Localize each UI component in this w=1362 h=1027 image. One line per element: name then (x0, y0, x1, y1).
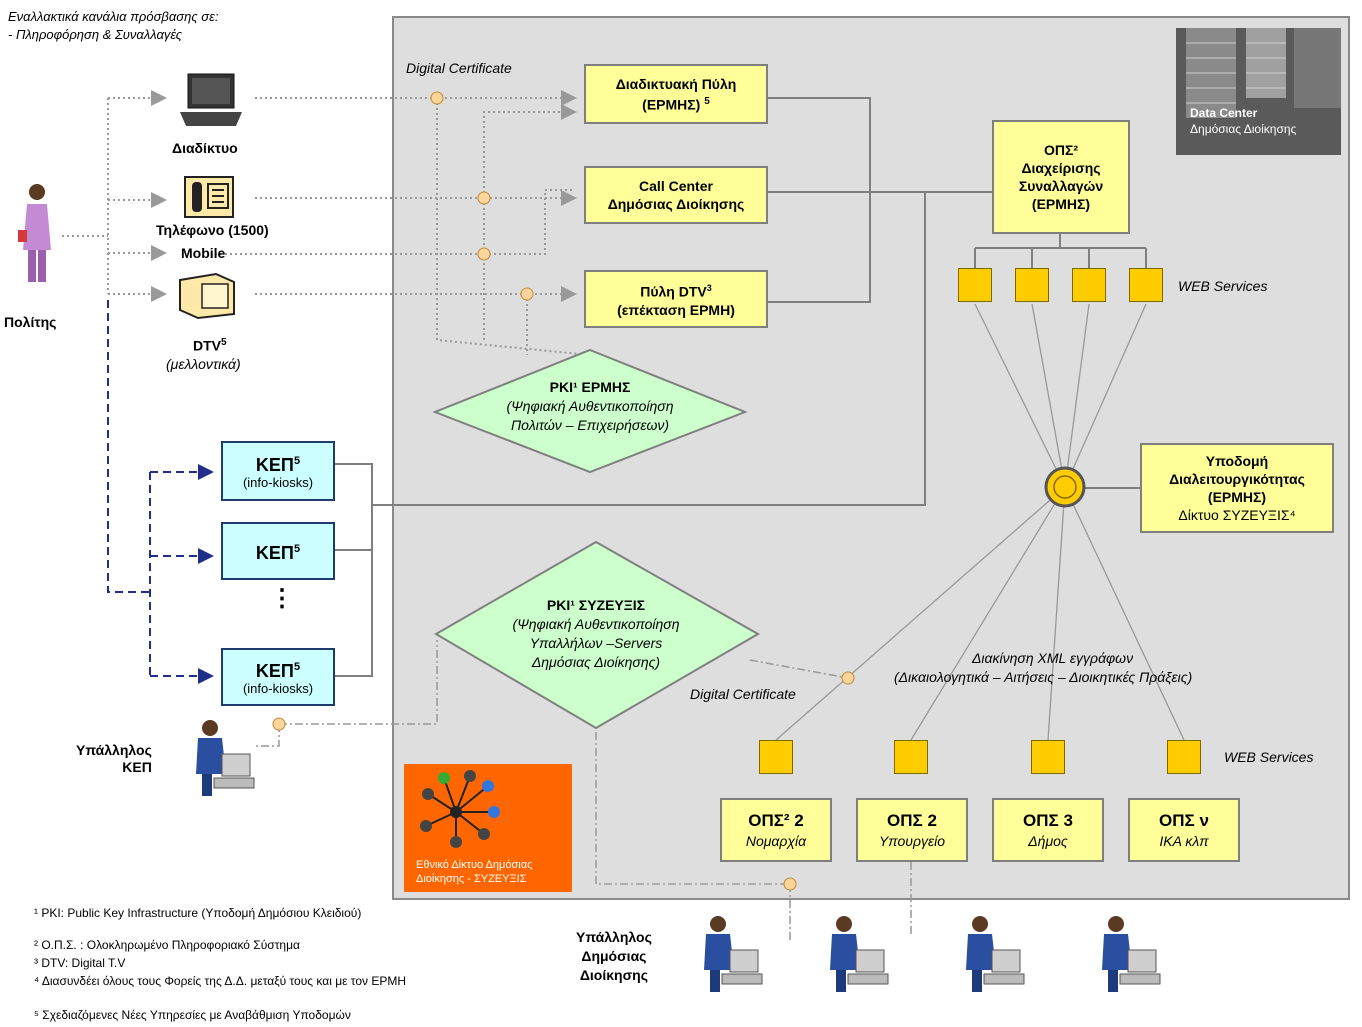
kep-box-3[interactable]: ΚΕΠ5 (info-kiosks) (221, 648, 335, 706)
pki-syzefxis-diamond (434, 540, 761, 730)
employee-computer-icon (830, 916, 889, 992)
kep-employee-label: Υπάλληλος ΚΕΠ (76, 742, 152, 775)
syzefxis-line-2: Διοίκησης - ΣΥΖΕΥΞΙΣ (416, 873, 527, 885)
phone-label: Τηλέφωνο (1500) (156, 222, 269, 238)
web-services-label-top: WEB Services (1178, 278, 1268, 294)
web-service-node[interactable] (1031, 740, 1065, 774)
ops-box-ypourgeio[interactable]: ΟΠΣ 2 Υπουργείο (856, 798, 968, 862)
call-center-box[interactable]: Call Center Δημόσιας Διοίκησης (584, 166, 768, 224)
web-service-node[interactable] (1072, 268, 1106, 302)
mobile-label: Mobile (181, 245, 226, 261)
pki-ermis-text: PKI¹ ΕΡΜΗΣ (Ψηφιακή Αυθεντικοποίηση Πολι… (506, 379, 674, 433)
kep-ellipsis: ⋮ (270, 585, 294, 612)
footnote-3: ³ DTV: Digital T.V (34, 956, 126, 970)
syzefxis-line-1: Εθνικό Δίκτυο Δημόσιας (416, 859, 533, 871)
dtv-future-label: (μελλοντικά) (166, 356, 241, 372)
dtv-label: DTV5 (193, 337, 227, 354)
phone-icon (184, 176, 234, 218)
web-service-node[interactable] (759, 740, 793, 774)
interoperability-box[interactable]: Υποδομή Διαλειτουργικότητας (ΕΡΜΗΣ) Δίκτ… (1140, 443, 1334, 533)
citizen-label: Πολίτης (4, 314, 57, 330)
pki-syzefxis-text: PKI¹ ΣΥΖΕΥΞΙΣ (Ψηφιακή Αυθεντικοποίηση Υ… (512, 597, 680, 670)
web-services-label-bottom: WEB Services (1224, 749, 1314, 765)
laptop-icon (180, 73, 242, 126)
kep-box-1[interactable]: ΚΕΠ5 (info-kiosks) (221, 441, 335, 501)
xml-line-1: Διακίνηση XML εγγράφων (972, 650, 1134, 666)
digital-certificate-label-bottom: Digital Certificate (690, 686, 796, 702)
building-icon (1176, 28, 1341, 155)
web-service-node[interactable] (1129, 268, 1163, 302)
pki-ermis-diamond (432, 348, 748, 474)
employee-computer-icon (704, 916, 763, 992)
ops-box-dimos[interactable]: ΟΠΣ 3 Δήμος (992, 798, 1104, 862)
ops-main-box[interactable]: ΟΠΣ² Διαχείρισης Συναλλαγών (ΕΡΜΗΣ) (992, 120, 1130, 234)
employee-computer-icon (966, 916, 1025, 992)
employee-computer-icon (1102, 916, 1161, 992)
public-employee-label: Υπάλληλος Δημόσιας Διοίκησης (576, 929, 652, 983)
datacenter-line-1: Data Center (1190, 106, 1258, 120)
ops-box-ika[interactable]: ΟΠΣ ν ΙΚΑ κλπ (1128, 798, 1240, 862)
employee-computer-icon (196, 720, 255, 796)
web-service-node[interactable] (1167, 740, 1201, 774)
web-service-node[interactable] (958, 268, 992, 302)
ops-box-nomarchia[interactable]: ΟΠΣ² 2 Νομαρχία (720, 798, 832, 862)
web-service-node[interactable] (894, 740, 928, 774)
kep-box-2[interactable]: ΚΕΠ5 (221, 522, 335, 580)
tv-icon (179, 272, 235, 320)
dtv-portal-box[interactable]: Πύλη DTV3 (επέκταση ΕΡΜΗ) (584, 270, 768, 328)
footnote-2: ² Ο.Π.Σ. : Ολοκληρωμένο Πληροφοριακό Σύσ… (34, 938, 300, 952)
header-line-1: Εναλλακτικά κανάλια πρόσβασης σε: (8, 9, 219, 24)
internet-label: Διαδίκτυο (172, 140, 238, 156)
portal-box[interactable]: Διαδικτυακή Πύλη (ΕΡΜΗΣ) 5 (584, 64, 768, 124)
web-service-node[interactable] (1015, 268, 1049, 302)
footnote-5: ⁵ Σχεδιαζόμενες Νέες Υπηρεσίες με Αναβάθ… (34, 1008, 351, 1022)
footnote-4: ⁴ Διασυνδέει όλους τους Φορείς της Δ.Δ. … (34, 974, 407, 988)
footnote-1: ¹ PKI: Public Key Infrastructure (Υποδομ… (34, 906, 362, 920)
network-icon (420, 770, 500, 848)
digital-certificate-label-top: Digital Certificate (406, 60, 512, 76)
datacenter-line-2: Δημόσιας Διοίκησης (1190, 122, 1297, 136)
header-line-2: - Πληροφόρηση & Συναλλαγές (8, 27, 183, 42)
datacenter-image: Data Center Δημόσιας Διοίκησης (1176, 28, 1341, 155)
syzefxis-logo: Εθνικό Δίκτυο Δημόσιας Διοίκησης - ΣΥΖΕΥ… (404, 764, 572, 892)
citizen-icon (18, 184, 51, 282)
xml-line-2: (Δικαιολογητικά – Αιτήσεις – Διοικητικές… (894, 669, 1193, 685)
